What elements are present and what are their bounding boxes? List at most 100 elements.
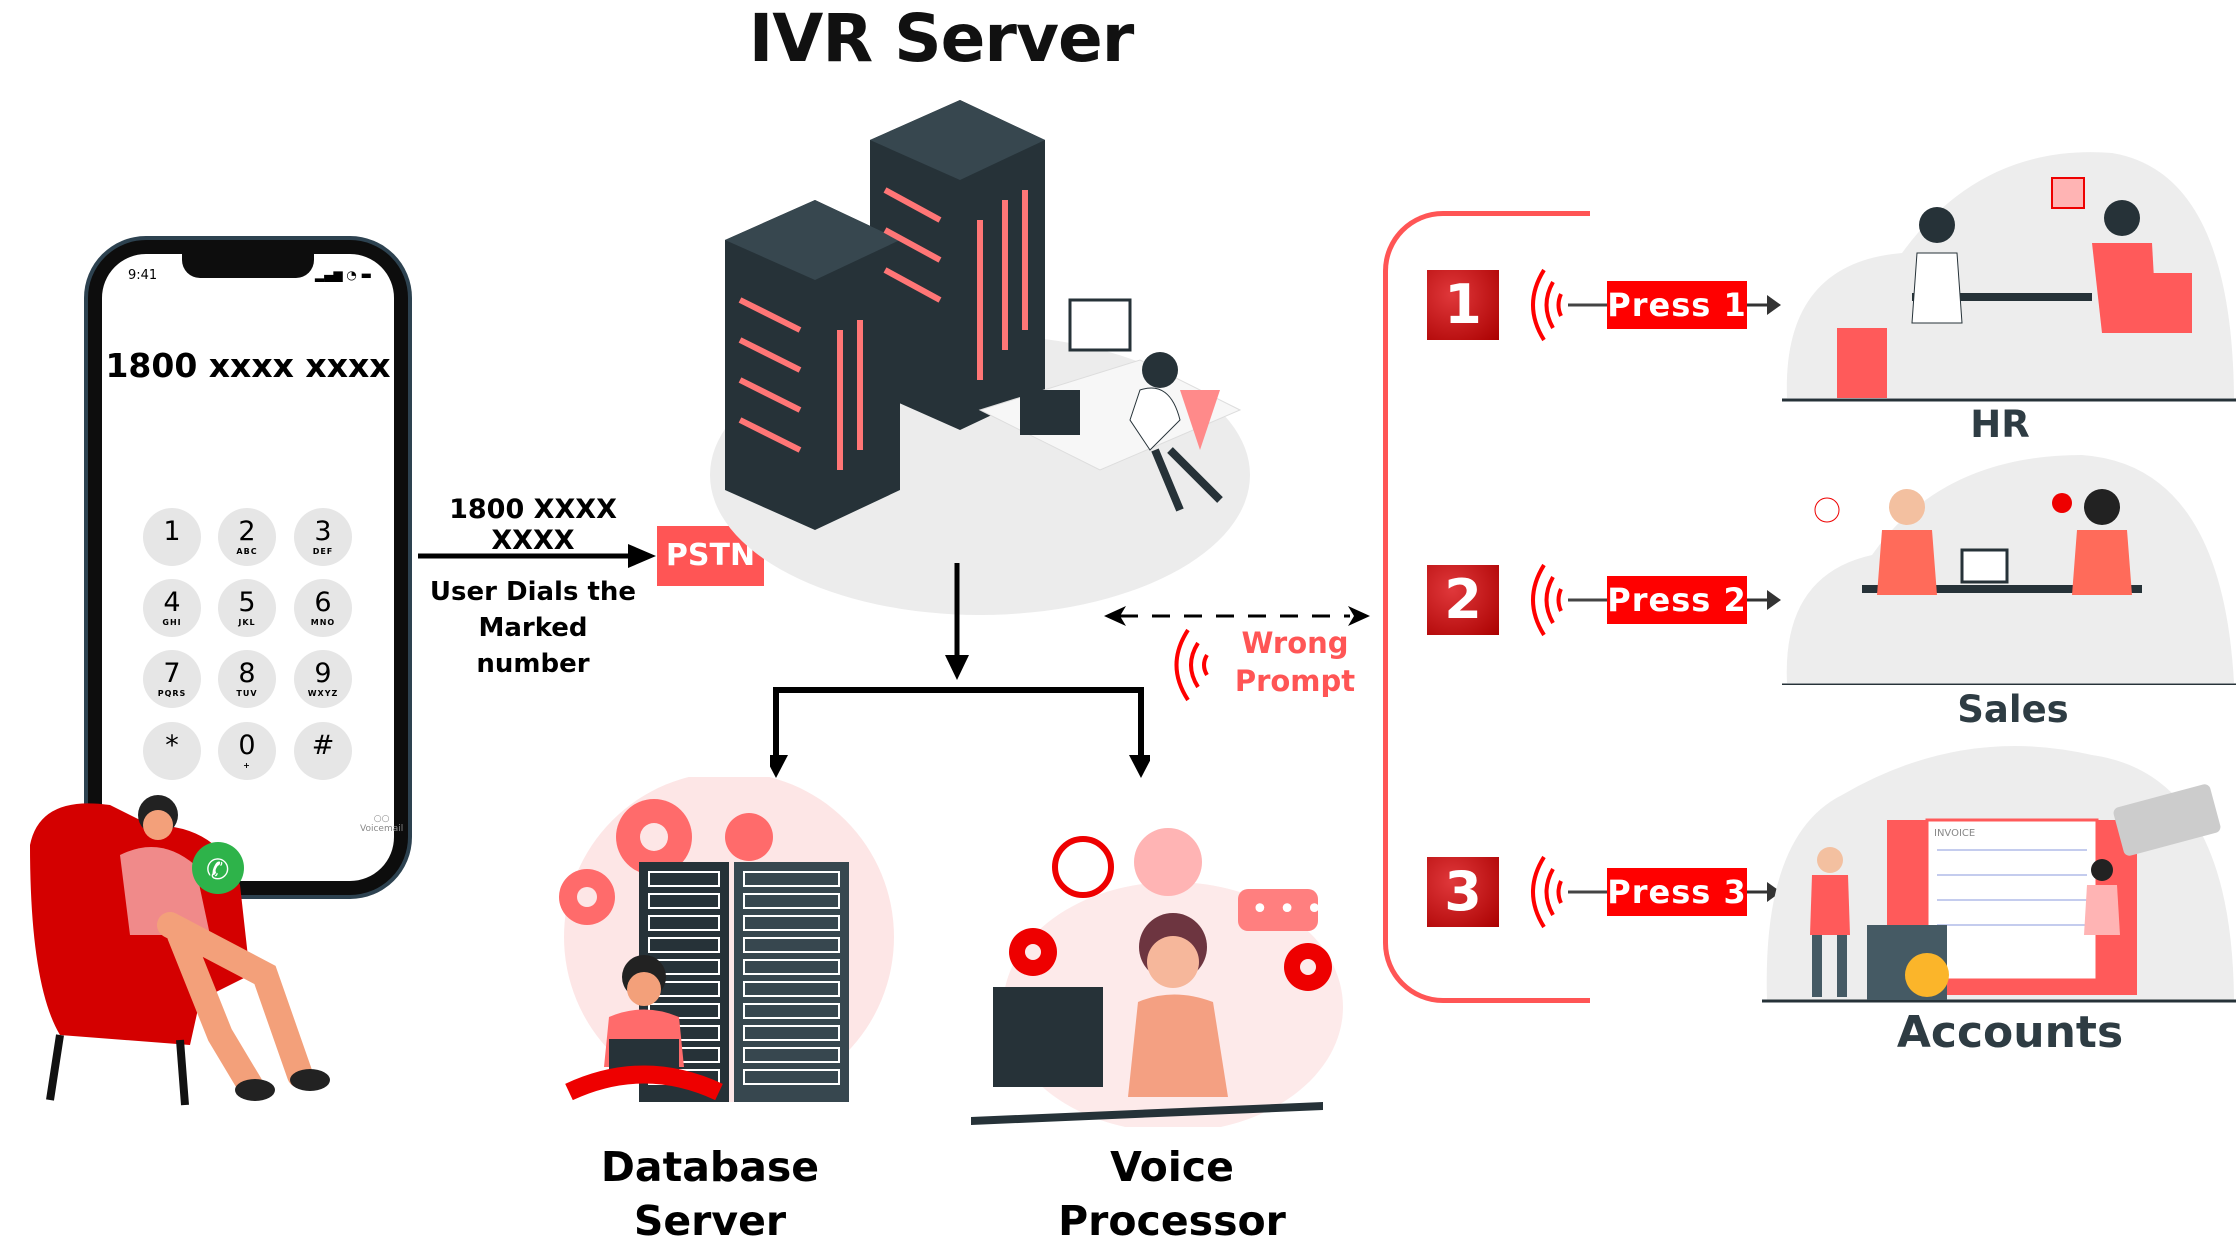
server-slot	[743, 871, 840, 887]
pstn-box: PSTN	[657, 526, 764, 586]
database-label-line-2: Server	[633, 1197, 787, 1245]
chat-bubble-icon	[1238, 889, 1318, 931]
ivr-server-illustration	[710, 100, 1250, 615]
option-number-box: 3	[1427, 857, 1499, 927]
server-slot	[743, 915, 840, 931]
arrow-right-icon	[1747, 590, 1781, 610]
dept-label-hr: HR	[1970, 403, 2030, 446]
server-slot	[648, 871, 720, 887]
key-letters: WXYZ	[307, 689, 339, 698]
arrow-right-icon	[1747, 295, 1781, 315]
dashed-double-arrow	[1104, 606, 1370, 626]
server-slot	[743, 981, 840, 997]
key-letters: +	[243, 761, 251, 770]
arrow-right-icon	[1747, 882, 1781, 902]
option-number-box: 2	[1427, 565, 1499, 635]
server-slot	[743, 1047, 840, 1063]
key-letters: ABC	[236, 547, 258, 556]
keypad-key[interactable]: 0+	[218, 722, 276, 780]
key-letters: GHI	[162, 618, 182, 627]
option-number-box: 1	[1427, 270, 1499, 340]
server-slot	[743, 1069, 840, 1085]
caption-line-2: Marked number	[476, 613, 590, 679]
key-digit: 4	[163, 587, 181, 618]
server-slot	[743, 893, 840, 909]
server-slot	[743, 959, 840, 975]
caption-line-1: User Dials the	[429, 577, 637, 607]
flow-branch-arrows	[770, 563, 1150, 778]
server-slot	[743, 1025, 840, 1041]
clock-icon	[1052, 836, 1114, 898]
options-bracket	[1383, 211, 1590, 1003]
key-digit: 0	[238, 730, 256, 761]
credit-card-icon	[2113, 784, 2221, 856]
server-slot	[743, 1003, 840, 1019]
dialed-number: 1800 xxxx xxxx	[105, 346, 391, 385]
wrong-label-line-2: Prompt	[1234, 664, 1356, 698]
key-digit: 8	[238, 658, 256, 689]
key-digit: 6	[314, 587, 332, 618]
monitor-icon	[1068, 298, 1132, 352]
key-digit: 9	[314, 658, 332, 689]
signal-wifi-battery-icon: ▂▄▆ ◔ ▬	[314, 268, 372, 282]
computer-monitor-icon	[993, 987, 1103, 1087]
coin-icon	[1905, 953, 1949, 997]
voice-label-line-1: Voice	[1110, 1143, 1234, 1191]
server-slot	[743, 937, 840, 953]
page-title: IVR Server	[748, 0, 1135, 77]
woman-on-chair-illustration: ✆	[30, 795, 330, 1106]
key-digit: 7	[163, 658, 181, 689]
invoice-text: INVOICE	[1934, 828, 1975, 839]
sound-wave-icon	[1174, 628, 1209, 702]
dept-label-accounts: Accounts	[1896, 1007, 2124, 1058]
key-digit: 3	[314, 516, 332, 547]
sound-wave-icon	[1531, 268, 1608, 342]
server-rack-icon	[725, 100, 1045, 530]
voice-label-line-2: Processor	[1058, 1197, 1286, 1245]
keypad-key[interactable]: *	[143, 722, 201, 780]
clock-icon	[2051, 177, 2085, 209]
press-option-button: Press 2	[1607, 576, 1747, 624]
svg-text:✆: ✆	[206, 853, 229, 886]
key-letters: DEF	[312, 547, 334, 556]
keypad-key[interactable]: 1	[143, 508, 201, 566]
voicemail-label: Voicemail	[360, 824, 404, 834]
dialed-number-label: 1800 XXXX XXXX	[449, 494, 617, 556]
server-slot	[648, 915, 720, 931]
key-digit: *	[165, 730, 179, 761]
server-slot	[648, 937, 720, 953]
key-digit: 1	[163, 516, 181, 547]
sales-illustration	[1782, 455, 2236, 685]
database-label-line-1: Database	[600, 1143, 820, 1191]
key-digit: 2	[238, 516, 256, 547]
svg-text:• • •: • • •	[1251, 892, 1323, 927]
database-server-illustration	[559, 777, 894, 1102]
hr-illustration	[1782, 152, 2236, 402]
keypad-key[interactable]: #	[294, 722, 352, 780]
voicemail-icon[interactable]: ○○Voicemail	[360, 814, 404, 834]
key-letters: MNO	[310, 618, 336, 627]
key-letters: TUV	[236, 689, 258, 698]
wrong-label-line-1: Wrong	[1241, 626, 1349, 660]
key-digit: #	[311, 730, 335, 761]
dept-label-sales: Sales	[1957, 688, 2069, 731]
press-option-button: Press 3	[1607, 868, 1747, 916]
server-slot	[648, 893, 720, 909]
key-letters: JKL	[238, 618, 256, 627]
voice-processor-illustration: • • •	[971, 828, 1343, 1127]
accounts-illustration: INVOICE	[1762, 746, 2236, 1003]
press-option-button: Press 1	[1607, 281, 1747, 329]
phone-notch	[182, 252, 314, 278]
